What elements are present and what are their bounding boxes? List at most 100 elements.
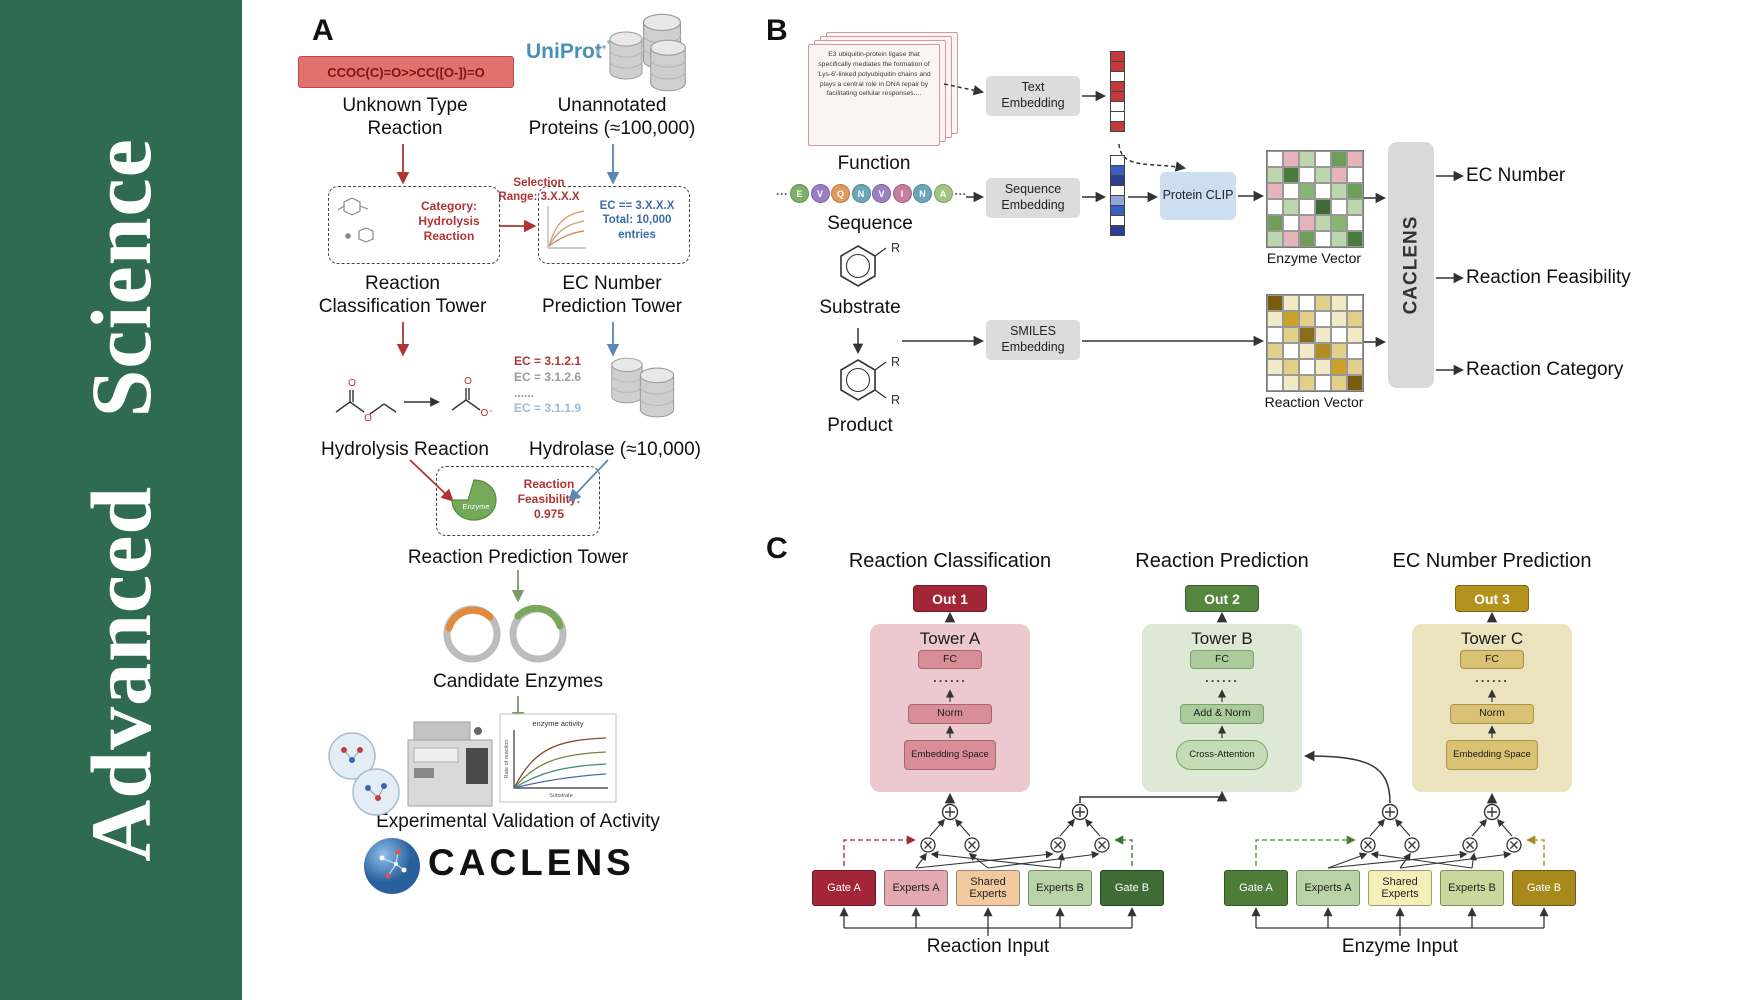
caclens-logo-text: CACLENS [428,842,635,883]
enzyme-vector-label: Enzyme Vector [1266,250,1362,266]
smiles-embedding-box: SMILES Embedding [986,320,1080,360]
ec-entry: EC = 3.1.2.1 [514,354,582,368]
tower-b-dots: ...... [1205,670,1239,685]
tower-c-fc-block: FC [1460,650,1524,669]
matrix-cell [1347,151,1363,167]
uniprot-logo: UniProt [526,40,602,63]
protein-clip-box: Protein CLIP [1160,172,1236,220]
unannotated-proteins-label: Unannotated Proteins (≈100,000) [528,95,696,140]
expert-gate-box: Experts A [1296,870,1360,906]
matrix-cell [1267,375,1283,391]
matrix-cell [1267,343,1283,359]
vector-cell [1110,121,1125,132]
expert-gate-box: Shared Experts [956,870,1020,906]
function-label: Function [837,153,911,174]
tower-b-panel: Tower B FC ...... Add & Norm Cross-Atten… [1142,624,1302,792]
text-embedding-vector [1110,51,1125,132]
matrix-cell [1299,375,1315,391]
out2-box: Out 2 [1185,585,1259,612]
matrix-cell [1299,311,1315,327]
matrix-cell [1299,183,1315,199]
tower-c-title: Tower C [1460,629,1524,648]
sequence-label: Sequence [827,213,913,234]
expert-gate-box: Experts A [884,870,948,906]
classification-tower-label: Reaction Classification Tower [318,273,487,318]
matrix-cell [1315,151,1331,167]
ellipsis: ··· [776,186,788,201]
journal-banner: Advanced Science [0,0,242,1000]
matrix-cell [1299,231,1315,247]
output-ec-number: EC Number [1466,165,1566,186]
matrix-cell [1299,359,1315,375]
text-embedding-box: Text Embedding [986,76,1080,116]
reaction-category-box: Category: Hydrolysis Reaction [328,186,500,264]
matrix-cell [1347,183,1363,199]
tower-b-fc-block: FC [1190,650,1254,669]
matrix-cell [1347,199,1363,215]
residue-circle: I [892,184,912,203]
matrix-cell [1331,375,1347,391]
matrix-cell [1331,199,1347,215]
vector-cell [1110,225,1125,236]
matrix-cell [1299,327,1315,343]
tower-c-dots: ...... [1475,670,1509,685]
enzyme-input-label: Enzyme Input [1341,936,1459,957]
out1-box: Out 1 [913,585,987,612]
ec-selection-box: EC == 3.X.X.X Total: 10,000 entries [538,186,690,264]
matrix-cell [1331,359,1347,375]
column-title-ec-number-prediction: EC Number Prediction [1392,550,1592,572]
matrix-cell [1267,199,1283,215]
residue-circle: N [913,184,932,203]
matrix-cell [1315,215,1331,231]
smiles-reaction-box: CCOC(C)=O>>CC([O-])=O [298,56,514,88]
expert-gate-box: Gate A [1224,870,1288,906]
matrix-cell [1283,295,1299,311]
tower-a-panel: Tower A FC ...... Norm Embedding Space [870,624,1030,792]
matrix-cell [1315,343,1331,359]
matrix-cell [1315,183,1331,199]
caclens-module-label: CACLENS [1400,215,1421,315]
matrix-cell [1347,327,1363,343]
output-reaction-category: Reaction Category [1466,359,1624,380]
panel-c-label: C [766,532,788,565]
enzyme-vector-matrix [1266,150,1364,248]
reaction-vector-label: Reaction Vector [1264,394,1364,410]
matrix-cell [1331,311,1347,327]
matrix-cell [1299,199,1315,215]
tower-c-panel: Tower C FC ...... Norm Embedding Space [1412,624,1572,792]
matrix-cell [1347,311,1363,327]
matrix-cell [1331,167,1347,183]
matrix-cell [1283,311,1299,327]
residue-circle: A [933,184,953,203]
matrix-cell [1267,359,1283,375]
out3-box: Out 3 [1455,585,1529,612]
matrix-cell [1331,343,1347,359]
hydrolase-label: Hydrolase (≈10,000) [528,439,701,460]
tower-b-addnorm-block: Add & Norm [1180,704,1264,724]
ellipsis: ··· [954,186,967,201]
matrix-cell [1283,359,1299,375]
hydrolysis-reaction-label: Hydrolysis Reaction [321,439,489,460]
matrix-cell [1315,311,1331,327]
matrix-cell [1347,167,1363,183]
reaction-vector-matrix [1266,294,1364,392]
tower-c-norm-block: Norm [1450,704,1534,724]
matrix-cell [1283,375,1299,391]
expert-gate-box: Gate B [1512,870,1576,906]
function-card: E3 ubiquitin-protein ligase that specifi… [808,44,940,146]
expert-gate-box: Gate B [1100,870,1164,906]
matrix-cell [1315,359,1331,375]
column-title-reaction-prediction: Reaction Prediction [1135,550,1309,572]
column-title-reaction-classification: Reaction Classification [848,550,1052,572]
candidate-enzymes-label: Candidate Enzymes [432,671,604,692]
matrix-cell [1267,311,1283,327]
residue-circle: Q [831,184,850,203]
matrix-cell [1315,231,1331,247]
matrix-cell [1347,375,1363,391]
matrix-cell [1267,215,1283,231]
expert-gate-box: Experts B [1028,870,1092,906]
